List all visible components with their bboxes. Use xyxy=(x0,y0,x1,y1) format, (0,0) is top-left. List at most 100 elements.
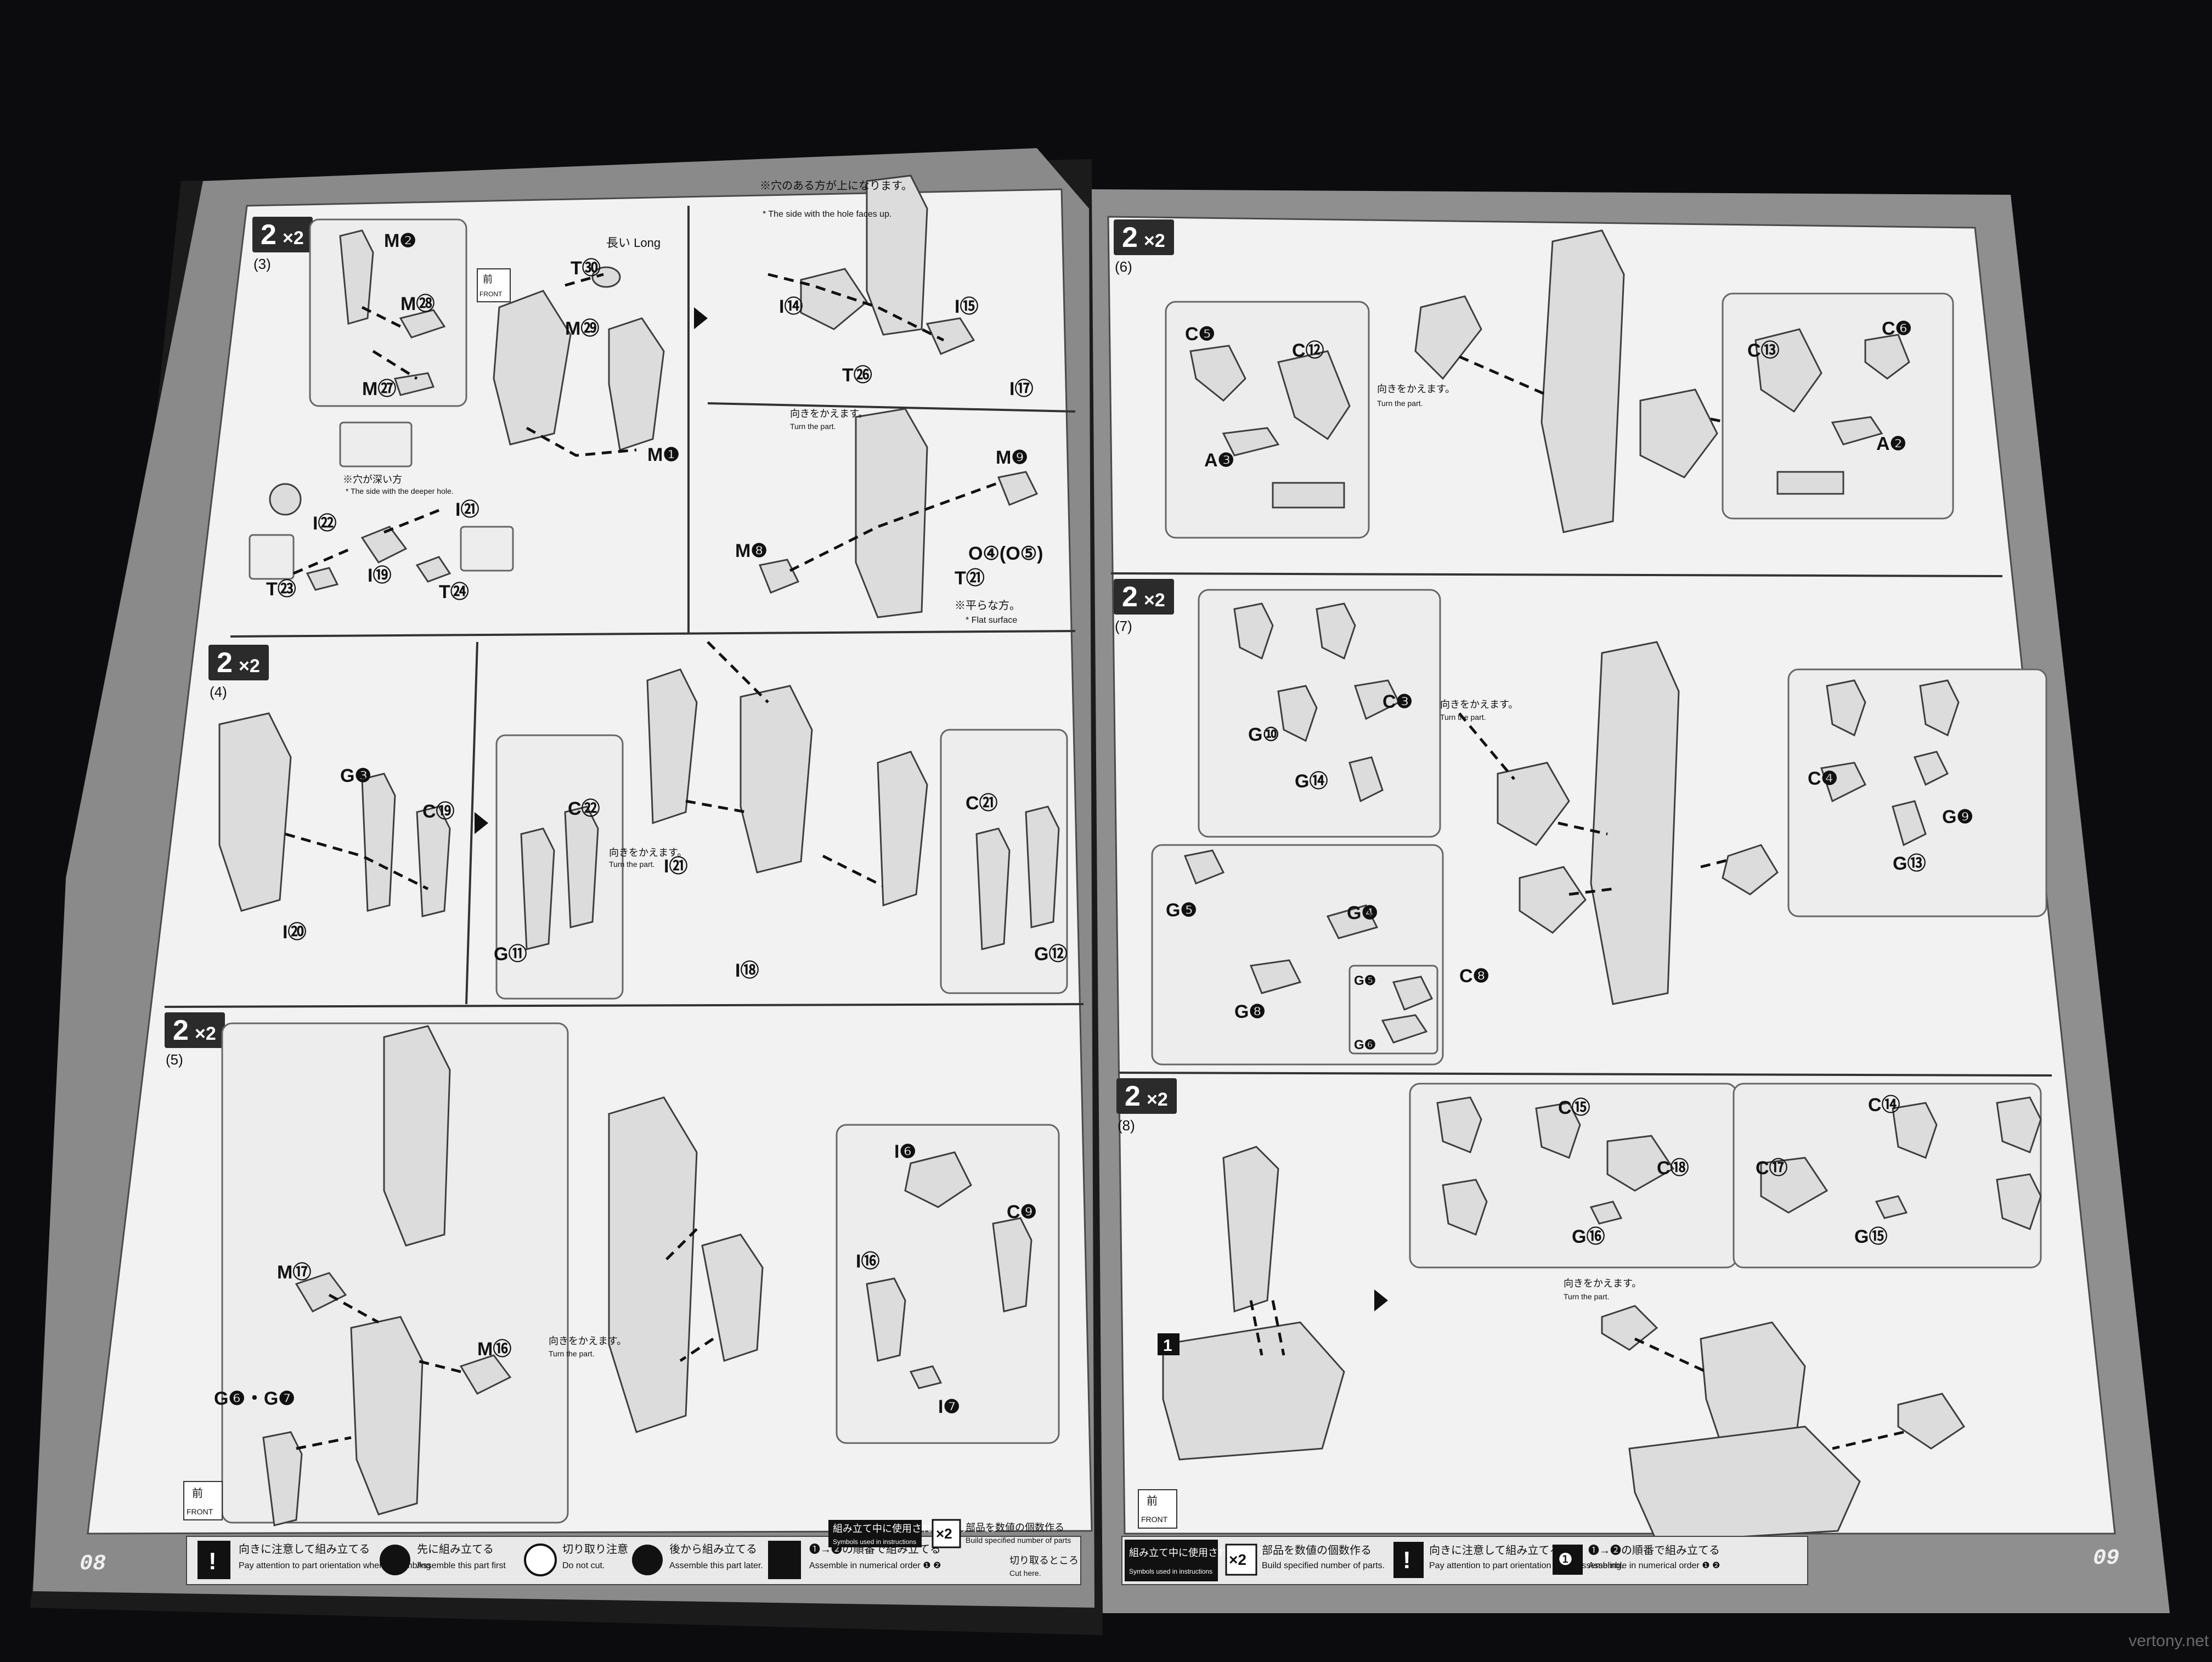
svg-text:向きに注意して組み立てる: 向きに注意して組み立てる xyxy=(239,1543,370,1556)
right-legend-bar xyxy=(1121,1536,1808,1585)
label-c14: C⑭ xyxy=(1868,1095,1900,1115)
part-g5b xyxy=(1392,976,1434,1011)
part-g3 xyxy=(361,773,396,912)
label-g11: G⑪ xyxy=(494,944,527,965)
label-g5b: G❺ xyxy=(1354,973,1376,988)
part-g12 xyxy=(1025,805,1060,928)
assembly-path-4 xyxy=(768,273,945,342)
note-turn-s5-en: Turn the part. xyxy=(549,1349,595,1358)
part-runner-icon xyxy=(269,483,302,516)
part-c5 xyxy=(1189,345,1246,402)
svg-text:×2: ×2 xyxy=(239,656,260,677)
part-m1 xyxy=(608,317,665,451)
part-blade-g xyxy=(1996,1096,2042,1153)
assembly-path-8 xyxy=(296,1293,461,1450)
label-m29: M㉙ xyxy=(565,318,599,339)
svg-text:2: 2 xyxy=(1122,222,1138,253)
part-g15 xyxy=(1875,1195,1908,1219)
part-c3 xyxy=(1354,679,1401,720)
svg-text:FRONT: FRONT xyxy=(1141,1515,1168,1524)
label-g15: G⑮ xyxy=(1854,1226,1887,1247)
label-c17: C⑰ xyxy=(1756,1158,1788,1179)
svg-text:❶: ❶ xyxy=(1558,1551,1573,1569)
note-turn-s7-jp: 向きをかえます。 xyxy=(1440,699,1518,710)
label-a3: A❸ xyxy=(1204,450,1234,471)
label-m8: M❽ xyxy=(735,540,768,561)
assembly-path xyxy=(361,306,418,380)
label-i15: I⑮ xyxy=(955,296,978,317)
label-c12: C⑫ xyxy=(1292,340,1324,361)
label-c15: C⑮ xyxy=(1558,1097,1590,1118)
part-g11 xyxy=(520,827,555,950)
svg-text:2: 2 xyxy=(1122,581,1138,613)
svg-text:前: 前 xyxy=(483,274,493,285)
part-c15 xyxy=(1535,1102,1581,1159)
svg-text:前: 前 xyxy=(192,1487,203,1500)
label-g16: G⑯ xyxy=(1572,1226,1605,1247)
step-sub: (3) xyxy=(253,256,271,272)
part-thruster-2 xyxy=(877,751,928,907)
note-turn-s4-en: Turn the part. xyxy=(609,860,655,869)
step-badge-2-6: 2 ×2 (6) xyxy=(1114,219,1174,275)
part-leg-frame xyxy=(866,174,928,336)
svg-text:Assemble this part first: Assemble this part first xyxy=(417,1561,506,1570)
part-arm-full xyxy=(608,1096,698,1433)
next-arrow xyxy=(694,307,708,329)
part-c17 xyxy=(1760,1157,1829,1214)
part-i6 xyxy=(904,1151,972,1208)
label-t21: T㉑ xyxy=(955,568,985,589)
label-t23: T㉓ xyxy=(266,579,296,600)
part-armor-r6 xyxy=(1639,388,1718,478)
legend-item-count: ×2 部品を数値の個数作る Build specified number of … xyxy=(1225,1543,1385,1576)
label-i6: I❻ xyxy=(894,1141,916,1162)
legend-title-left: 組み立て中に使用されているアイコン Symbols used in instru… xyxy=(828,1520,1000,1547)
part-c6 xyxy=(1864,334,1910,380)
assembly-path-r4 xyxy=(1634,1337,1904,1450)
part-m28 xyxy=(399,309,446,339)
svg-text:FRONT: FRONT xyxy=(479,290,503,298)
svg-text:Assemble in numerical order ❶: Assemble in numerical order ❶ ❷ xyxy=(1588,1561,1720,1570)
part-thruster xyxy=(646,668,698,825)
svg-text:×2: ×2 xyxy=(195,1023,216,1044)
part-leg-step7 xyxy=(1590,641,1680,1005)
label-c5: C❺ xyxy=(1185,324,1215,345)
assembly-path-9 xyxy=(663,1228,714,1362)
svg-text:×2: ×2 xyxy=(936,1525,952,1542)
part-c18 xyxy=(1606,1135,1675,1192)
note-turn-s8-jp: 向きをかえます。 xyxy=(1564,1278,1641,1289)
note-turn-en: Turn the part. xyxy=(790,422,836,431)
part-c19 xyxy=(416,805,451,917)
label-g4: G❹ xyxy=(1347,903,1378,923)
part-g14 xyxy=(1348,756,1384,803)
legend-item-order-right: ❶ ❶→❷の順番で組み立てる Assemble in numerical ord… xyxy=(1553,1544,1720,1575)
inset-step8-b xyxy=(1733,1083,2042,1269)
label-c22: C㉒ xyxy=(568,798,600,819)
part-i19 xyxy=(360,526,408,564)
label-g3: G❸ xyxy=(340,765,371,786)
part-c9 xyxy=(992,1217,1032,1312)
part-frame-s4 xyxy=(218,712,292,912)
label-g5: G❺ xyxy=(1166,900,1197,921)
label-t30: T㉚ xyxy=(571,258,601,279)
part-blade-c xyxy=(1826,679,1866,737)
label-c4: C❹ xyxy=(1808,768,1838,789)
svg-text:Symbols used in instructions: Symbols used in instructions xyxy=(1129,1568,1212,1575)
part-i7 xyxy=(909,1365,943,1389)
part-a2 xyxy=(1831,416,1883,446)
step-number: 2 xyxy=(261,219,276,251)
label-i20: I⑳ xyxy=(283,922,306,943)
next-arrow-r xyxy=(1374,1289,1388,1311)
svg-text:先に組み立てる: 先に組み立てる xyxy=(417,1543,494,1556)
part-g16 xyxy=(1589,1201,1623,1225)
legend-item-orientation-right: ! 向きに注意して組み立てる Pay attention to part ori… xyxy=(1393,1542,1624,1578)
note-flat-jp: ※平らな方。 xyxy=(955,599,1020,612)
note-turn-s6-en: Turn the part. xyxy=(1377,399,1423,408)
note-hole-en: * The side with the hole faces up. xyxy=(763,210,891,219)
front-badge-right: 前 FRONT xyxy=(1138,1489,1177,1529)
label-t26: T㉖ xyxy=(842,365,872,386)
label-g9: G❾ xyxy=(1942,807,1973,827)
label-m2: M❷ xyxy=(384,230,416,251)
sub-divider xyxy=(707,402,1076,413)
part-i15 xyxy=(926,317,975,355)
